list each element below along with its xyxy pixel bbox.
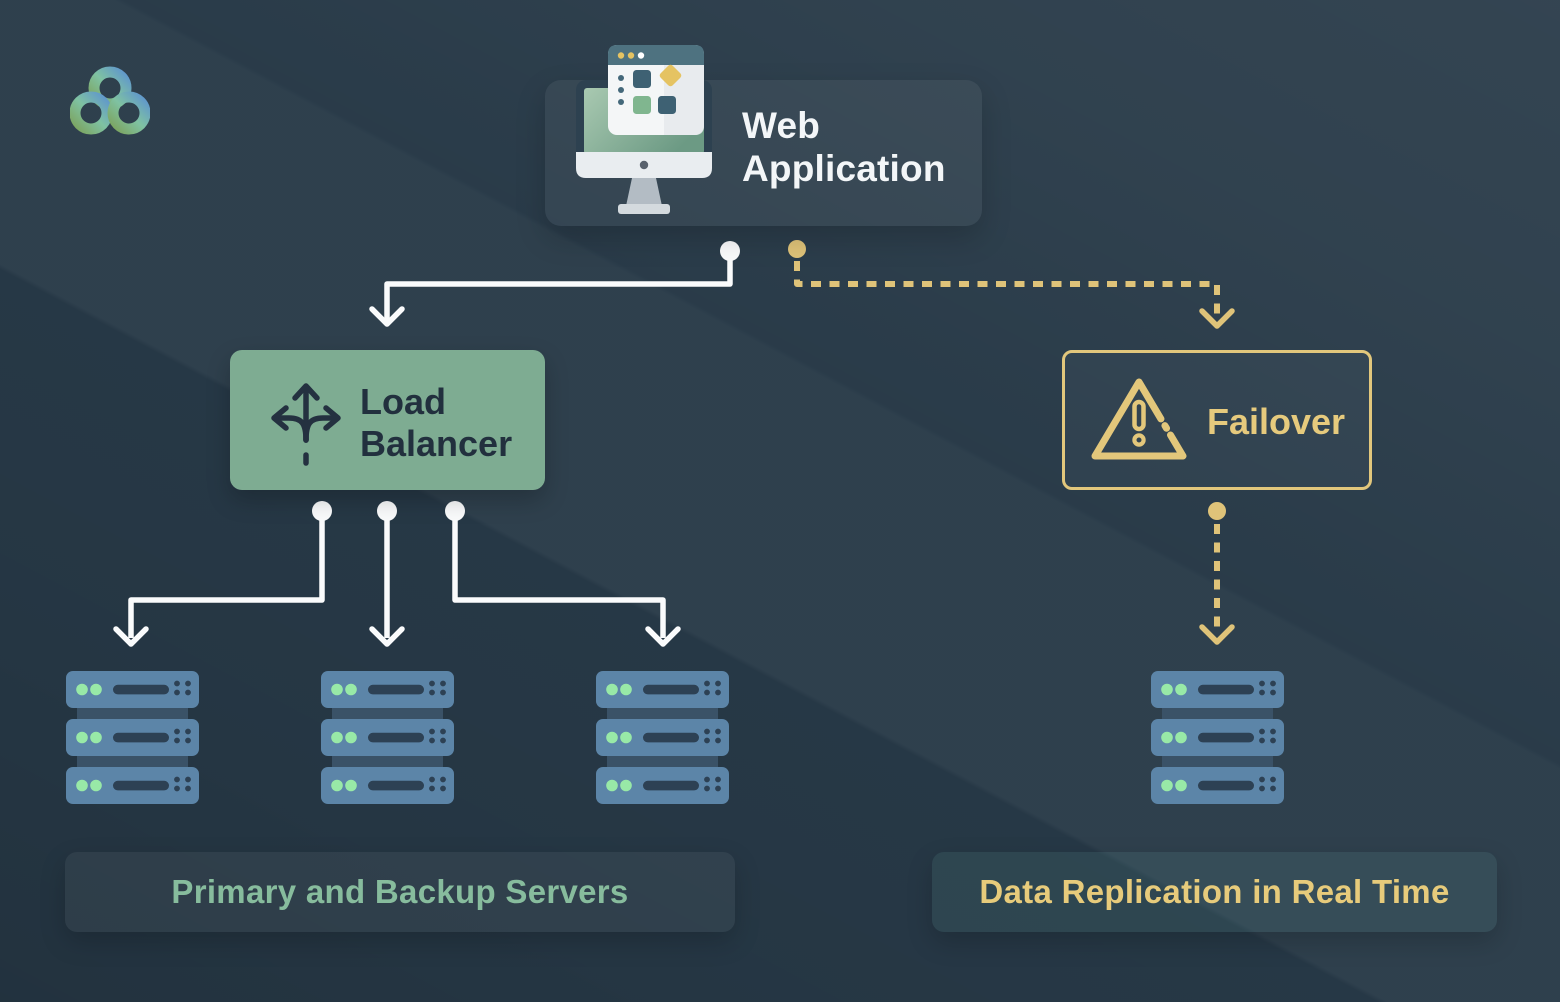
web-application-label: Web Application xyxy=(742,105,946,190)
connector-loadbalancer-to-stack1 xyxy=(113,501,332,647)
connector-loadbalancer-to-stack3 xyxy=(445,501,681,647)
server-rack-icon xyxy=(320,671,455,804)
server-rack-icon xyxy=(1150,671,1285,804)
server-rack-icon xyxy=(65,671,200,804)
split-arrows-icon xyxy=(256,368,356,472)
primary-server-stack-3 xyxy=(595,671,730,804)
connector-webapp-to-loadbalancer xyxy=(369,241,740,327)
caption-primary-backup-servers: Primary and Backup Servers xyxy=(65,852,735,932)
logo-icon xyxy=(70,66,150,135)
failover-node xyxy=(1062,350,1372,490)
caption-primary-backup-text: Primary and Backup Servers xyxy=(171,873,629,910)
connector-loadbalancer-to-stack2 xyxy=(369,501,405,647)
connector-webapp-to-failover xyxy=(788,240,1235,329)
monitor-browser-icon xyxy=(568,40,720,216)
caption-data-replication-text: Data Replication in Real Time xyxy=(979,873,1450,910)
replica-server-stack xyxy=(1150,671,1285,804)
primary-server-stack-2 xyxy=(320,671,455,804)
primary-server-stack-1 xyxy=(65,671,200,804)
caption-data-replication: Data Replication in Real Time xyxy=(932,852,1497,932)
load-balancer-label: Load Balancer xyxy=(360,381,513,465)
trefoil-cloud-logo xyxy=(70,64,150,140)
warning-triangle-icon xyxy=(1086,372,1192,470)
failover-label: Failover xyxy=(1207,401,1346,442)
connector-failover-to-replica xyxy=(1199,502,1235,645)
server-rack-icon xyxy=(595,671,730,804)
